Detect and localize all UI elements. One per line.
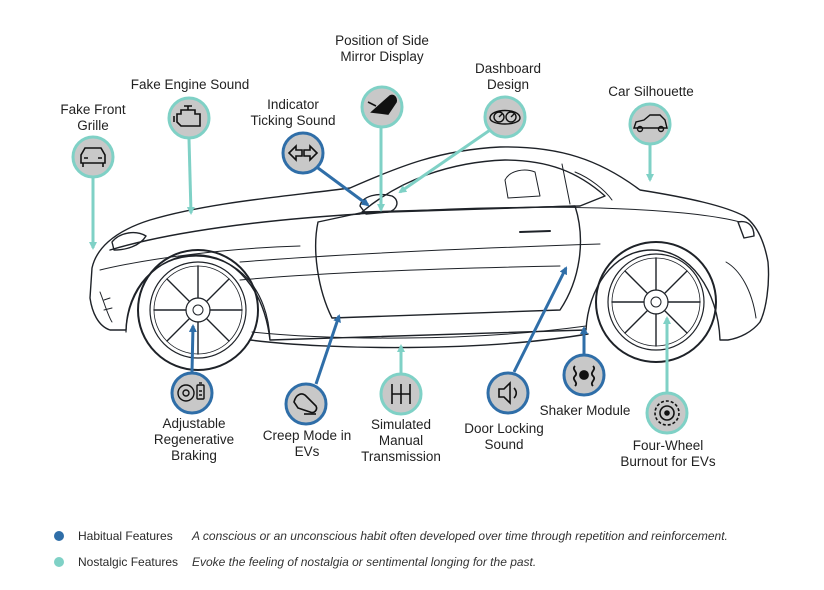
hood-line — [109, 213, 361, 251]
connector-indicator-ticking — [317, 166, 370, 207]
label-creep-mode: Creep Mode in EVs — [262, 428, 352, 459]
side-mirror-icon — [367, 94, 397, 115]
regen-brake-icon — [177, 382, 205, 402]
feature-car-silhouette — [628, 102, 672, 146]
car-front-icon — [80, 147, 106, 167]
feature-regen-braking — [170, 371, 214, 415]
label-fake-front-grille: Fake Front Grille — [60, 102, 126, 133]
connector-dashboard — [398, 126, 494, 194]
legend-name: Habitual Features — [78, 529, 173, 543]
rear-wheel — [595, 241, 717, 363]
connector-fake-engine-sound — [186, 138, 195, 215]
legend-habitual: Habitual Features A conscious or an unco… — [54, 529, 728, 543]
feature-fake-engine-sound — [167, 96, 211, 140]
label-dashboard-design: Dashboard Design — [474, 61, 542, 92]
connector-creep-mode — [314, 314, 341, 385]
dashboard-gauges-icon — [489, 109, 521, 125]
feature-manual-transmission — [379, 372, 423, 416]
car-taillight — [737, 220, 755, 239]
legend-description: A conscious or an unconscious habit ofte… — [192, 529, 728, 543]
engine-icon — [173, 105, 201, 127]
feature-creep-mode — [284, 382, 328, 426]
label-fake-engine-sound: Fake Engine Sound — [130, 77, 250, 92]
feature-indicator-ticking — [281, 131, 325, 175]
connector-door-locking — [512, 266, 568, 373]
label-regen-braking: Adjustable Regenerative Braking — [153, 416, 235, 463]
label-four-wheel-burnout: Four-Wheel Burnout for EVs — [620, 438, 716, 469]
legend-name: Nostalgic Features — [78, 555, 179, 569]
legend-nostalgic: Nostalgic Features Evoke the feeling of … — [54, 555, 536, 569]
car-side-mirror — [359, 193, 398, 215]
feature-side-mirror — [360, 85, 404, 129]
label-shaker-module: Shaker Module — [539, 403, 631, 418]
car-headlight — [111, 231, 147, 251]
pedal-foot-icon — [293, 393, 318, 415]
feature-door-locking — [486, 371, 530, 415]
legend-description: Evoke the feeling of nostalgia or sentim… — [192, 555, 537, 569]
label-manual-transmission: Simulated Manual Transmission — [361, 417, 441, 464]
car-side-icon — [633, 114, 668, 133]
front-wheel — [137, 249, 259, 371]
label-indicator-ticking: Indicator Ticking Sound — [250, 97, 336, 128]
tire-icon — [654, 400, 680, 426]
legend-dot-nostalgic — [54, 557, 64, 567]
turn-signal-arrows-icon — [287, 144, 319, 162]
car-sill — [249, 333, 589, 349]
vibration-icon — [572, 365, 596, 387]
speaker-icon — [498, 381, 518, 405]
legend-dot-habitual — [54, 531, 64, 541]
connectors — [89, 126, 671, 392]
feature-dashboard-design — [483, 95, 527, 139]
feature-four-wheel-burnout — [645, 391, 689, 435]
label-car-silhouette: Car Silhouette — [608, 84, 694, 99]
car-door — [314, 205, 582, 319]
connector-regen-braking — [188, 324, 197, 373]
label-side-mirror: Position of Side Mirror Display — [335, 33, 429, 64]
feature-fake-front-grille — [71, 135, 115, 179]
label-door-locking: Door Locking Sound — [464, 421, 544, 452]
gear-shift-icon — [391, 384, 411, 404]
feature-shaker-module — [562, 353, 606, 397]
